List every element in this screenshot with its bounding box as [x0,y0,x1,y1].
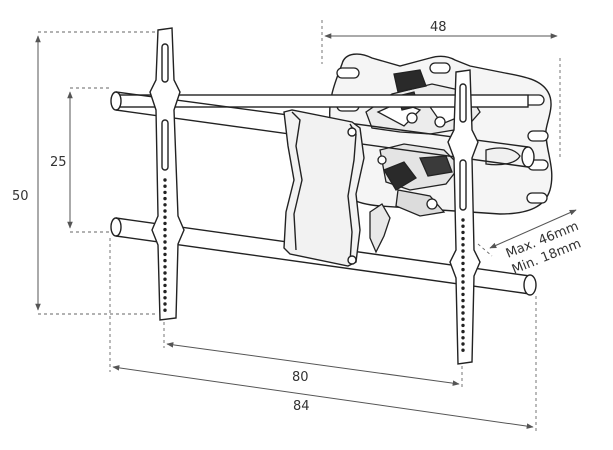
mount-hole [163,271,167,275]
mount-hole [461,236,465,241]
right-arm-holes [461,218,465,352]
mount-hole [163,178,167,182]
left-arm-holes [163,178,167,312]
mount-hole [163,246,167,250]
mount-hole [163,209,167,213]
mount-hole [163,190,167,195]
height-outer-label: 50 [12,189,29,204]
mount-hole [461,348,465,352]
right-vertical-arm [447,69,481,365]
mount-hole [163,203,167,207]
mount-hole [461,342,465,346]
mount-hole [163,215,167,219]
mount-hole [461,261,465,266]
dimension-arrows [35,33,577,429]
mount-hole [461,329,465,334]
mount-hole [163,308,167,312]
mount-hole [163,265,167,269]
mount-hole [163,227,167,232]
overall-width-line [112,365,534,429]
mount-hole [461,286,465,290]
mount-hole [461,249,465,253]
mount-hole [163,240,167,244]
arm-width-line [166,342,460,386]
mount-hole [461,274,465,278]
mount-hole [461,267,465,272]
mount-hole [163,258,167,263]
arm-width-label: 80 [292,370,309,385]
mount-hole [163,283,167,288]
mount-hole [163,252,167,257]
mount-hole [163,296,167,300]
mount-hole [461,292,465,297]
mount-hole [163,221,167,226]
height-inner-label: 25 [50,155,67,170]
mount-hole [461,305,465,309]
overall-width-label: 84 [293,399,310,414]
mount-hole [461,311,465,315]
mount-hole [461,255,465,259]
mount-hole [461,243,465,247]
mount-hole [461,298,465,303]
mount-hole [461,323,465,328]
mount-hole [163,184,167,188]
mount-hole [461,230,465,235]
wall-plate [328,53,553,215]
mount-hole [163,277,167,281]
depth-line [489,209,577,249]
center-bracket [283,109,365,267]
mount-hole [163,196,167,201]
mount-hole [163,289,167,294]
mount-hole [461,336,465,340]
mount-hole [461,224,465,228]
left-vertical-arm [149,27,185,321]
plate-width-label: 48 [430,20,447,35]
mount-hole [461,280,465,284]
mount-hole [163,234,167,238]
dimension-guides [38,20,561,432]
mount-hole [461,317,465,321]
mount-hole [461,218,465,222]
mount-hole [163,302,167,306]
